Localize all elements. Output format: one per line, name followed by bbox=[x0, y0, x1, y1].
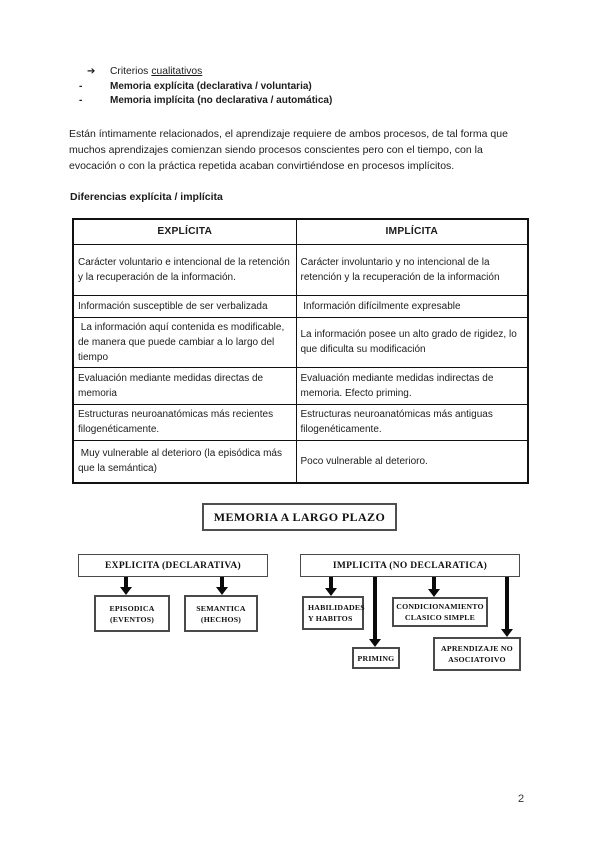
diagram-node-explicita: EXPLICITA (DECLARATIVA) bbox=[78, 554, 268, 577]
node-label: CLASICO SIMPLE bbox=[404, 613, 476, 622]
node-label: CONDICIONAMIENTO bbox=[396, 602, 484, 611]
diagram-node-implicita: IMPLICITA (NO DECLARATICA) bbox=[300, 554, 520, 577]
criteria-text: Criterios bbox=[110, 66, 149, 77]
list-item-explicit-memory: - Memoria explícita (declarativa / volun… bbox=[78, 80, 332, 95]
column-header-explicita: EXPLÍCITA bbox=[72, 218, 297, 245]
node-label: (EVENTOS) bbox=[109, 614, 155, 624]
down-arrow-icon bbox=[325, 577, 337, 596]
table-cell: La información aquí contenida es modific… bbox=[72, 316, 297, 368]
node-label: EPISODICA bbox=[109, 603, 155, 613]
down-arrow-icon bbox=[501, 577, 513, 637]
table-cell: Poco vulnerable al deterioro. bbox=[295, 439, 529, 484]
table-cell: Evaluación mediante medidas indirectas d… bbox=[295, 366, 529, 405]
table-cell: Evaluación mediante medidas directas de … bbox=[72, 366, 297, 405]
node-label: PRIMING bbox=[357, 653, 395, 663]
table-cell: Estructuras neuroanatómicas más reciente… bbox=[72, 403, 297, 441]
table-row: Información susceptible de ser verbaliza… bbox=[72, 294, 529, 318]
dash-bullet-icon: - bbox=[79, 95, 83, 107]
table-cell: Estructuras neuroanatómicas más antiguas… bbox=[295, 403, 529, 441]
section-heading: Diferencias explícita / implícita bbox=[70, 191, 223, 203]
table-cell: Información difícilmente expresable bbox=[295, 294, 529, 318]
diagram-node-priming: PRIMING bbox=[352, 647, 400, 669]
dash-bullet-icon: - bbox=[79, 80, 83, 92]
table-cell: Carácter voluntario e intencional de la … bbox=[72, 243, 297, 296]
table-cell: Muy vulnerable al deterioro (la episódic… bbox=[72, 439, 297, 484]
table-row: Carácter voluntario e intencional de la … bbox=[72, 243, 529, 296]
table-row: La información aquí contenida es modific… bbox=[72, 316, 529, 368]
page-number: 2 bbox=[518, 793, 525, 805]
diagram-node-aprendizaje: APRENDIZAJE NO ASOCIATOIVO bbox=[433, 637, 521, 671]
node-label: HABILIDADES bbox=[308, 603, 365, 612]
diagram-title: MEMORIA A LARGO PLAZO bbox=[213, 509, 386, 524]
criteria-text-underlined: cualitativos bbox=[151, 66, 203, 77]
column-header-implicita: IMPLÍCITA bbox=[295, 218, 529, 245]
node-label: (HECHOS) bbox=[200, 614, 242, 624]
diagram-title-box: MEMORIA A LARGO PLAZO bbox=[202, 503, 397, 531]
node-label: Y HABITOS bbox=[308, 614, 353, 623]
down-arrow-icon bbox=[120, 577, 132, 595]
down-arrow-icon bbox=[369, 577, 381, 647]
node-label: ASOCIATOIVO bbox=[448, 655, 506, 664]
down-arrow-icon bbox=[216, 577, 228, 595]
intro-paragraph: Están íntimamente relacionados, el apren… bbox=[69, 128, 508, 172]
node-label: EXPLICITA (DECLARATIVA) bbox=[105, 560, 241, 571]
table-cell: Información susceptible de ser verbaliza… bbox=[72, 294, 297, 318]
table-row: Muy vulnerable al deterioro (la episódic… bbox=[72, 439, 529, 484]
arrow-bullet-icon: ➔ bbox=[87, 66, 96, 77]
table-cell: Carácter involuntario y no intencional d… bbox=[295, 243, 529, 296]
diagram-node-episodica: EPISODICA (EVENTOS) bbox=[94, 595, 170, 632]
node-label: IMPLICITA (NO DECLARATICA) bbox=[332, 560, 488, 571]
table-row: Estructuras neuroanatómicas más reciente… bbox=[72, 403, 529, 441]
explicit-memory-text: Memoria explícita (declarativa / volunta… bbox=[110, 80, 312, 92]
diagram-node-semantica: SEMANTICA (HECHOS) bbox=[184, 595, 258, 632]
table-cell: La información posee un alto grado de ri… bbox=[295, 316, 529, 368]
diagram-node-condicionamiento: CONDICIONAMIENTO CLASICO SIMPLE bbox=[392, 597, 488, 627]
comparison-table: EXPLÍCITA IMPLÍCITA Carácter voluntario … bbox=[72, 218, 529, 484]
table-header-row: EXPLÍCITA IMPLÍCITA bbox=[72, 218, 529, 245]
node-label: SEMANTICA bbox=[196, 603, 246, 613]
node-label: APRENDIZAJE NO bbox=[441, 644, 513, 653]
table-row: Evaluación mediante medidas directas de … bbox=[72, 366, 529, 405]
diagram-node-habilidades: HABILIDADES Y HABITOS bbox=[302, 596, 365, 630]
implicit-memory-text: Memoria implícita (no declarativa / auto… bbox=[110, 95, 333, 107]
down-arrow-icon bbox=[428, 577, 440, 597]
list-item-implicit-memory: - Memoria implícita (no declarativa / au… bbox=[78, 94, 332, 109]
